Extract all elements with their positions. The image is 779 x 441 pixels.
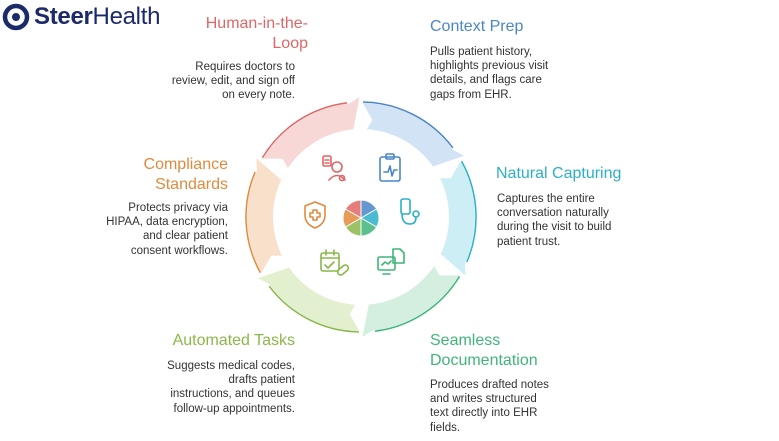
description-line: gaps from EHR. [430, 88, 512, 101]
title-line: Documentation [430, 352, 538, 369]
description-line: highlights previous visit [430, 60, 549, 73]
title-line: Loop [272, 35, 308, 52]
title-line: Standards [155, 176, 228, 193]
ring-outline-human-in-the-loop [261, 102, 348, 159]
description-line: review, edit, and sign off [171, 75, 295, 88]
description-line: on every note. [222, 89, 295, 102]
description-line: Produces drafted notes [430, 379, 549, 391]
description-line: text directly into EHR [430, 407, 538, 420]
segment-title-natural-capturing: Natural Capturing [496, 164, 696, 184]
ring-outline-context-prep [362, 101, 454, 149]
description-line: and writes structured [430, 393, 537, 406]
ring-outline-seamless-documentation [374, 275, 461, 332]
doctor-avatar-icon [322, 155, 346, 182]
ring-outline-compliance-standards [245, 171, 262, 274]
segment-description-natural-capturing: Captures the entire conversation naturall… [497, 192, 667, 249]
title-line: Human-in-the- [205, 15, 308, 32]
title-line: Natural Capturing [496, 165, 622, 182]
description-line: during the visit to build [497, 221, 612, 234]
description-line: follow-up appointments. [173, 402, 295, 415]
description-line: Protects privacy via [128, 202, 228, 214]
description-line: and clear patient [142, 230, 228, 243]
brand-name-bold: Steer [34, 3, 93, 30]
description-line: HIPAA, data encryption, [106, 216, 228, 229]
title-line: Compliance [143, 156, 228, 173]
monitor-document-icon [377, 248, 405, 275]
title-line: Context Prep [430, 18, 524, 35]
description-line: instructions, and queues [170, 388, 295, 401]
description-line: drafts patient [228, 374, 295, 387]
title-line: Automated Tasks [172, 332, 295, 349]
description-line: fields. [430, 421, 461, 434]
description-line: conversation naturally [497, 207, 609, 220]
calendar-pill-icon [320, 249, 350, 276]
segment-title-context-prep: Context Prep [430, 17, 630, 37]
segment-description-context-prep: Pulls patient history, highlights previou… [430, 45, 600, 102]
description-line: details, and flags care [430, 74, 542, 87]
description-line: patient trust. [497, 235, 561, 248]
ring-outline-natural-capturing [460, 160, 477, 263]
segment-description-human-in-the-loop: Requires doctors to review, edit, and sig… [140, 60, 295, 103]
steer-health-logo: SteerHealth [0, 2, 160, 32]
shield-cross-icon [304, 201, 326, 229]
clipboard-chart-icon [379, 153, 401, 182]
description-line: Captures the entire [497, 193, 595, 205]
segment-description-seamless-documentation: Produces drafted notes and writes structu… [430, 378, 600, 435]
pie-slice-compliance-standards [342, 208, 363, 228]
title-line: Seamless [430, 332, 501, 349]
steer-logo-icon [2, 3, 30, 31]
brand-name: SteerHealth [34, 3, 160, 31]
brand-name-light: Health [92, 3, 161, 30]
stethoscope-device-icon [400, 198, 420, 225]
description-line: Suggests medical codes, [167, 360, 295, 372]
segment-title-human-in-the-loop: Human-in-the- Loop [160, 14, 308, 54]
pie-segment-icon [342, 199, 380, 237]
description-line: Pulls patient history, [430, 46, 533, 58]
description-line: Requires doctors to [195, 61, 295, 73]
ring-outline-automated-tasks [268, 285, 360, 333]
segment-title-automated-tasks: Automated Tasks [95, 331, 295, 351]
description-line: consent workflows. [130, 244, 228, 257]
